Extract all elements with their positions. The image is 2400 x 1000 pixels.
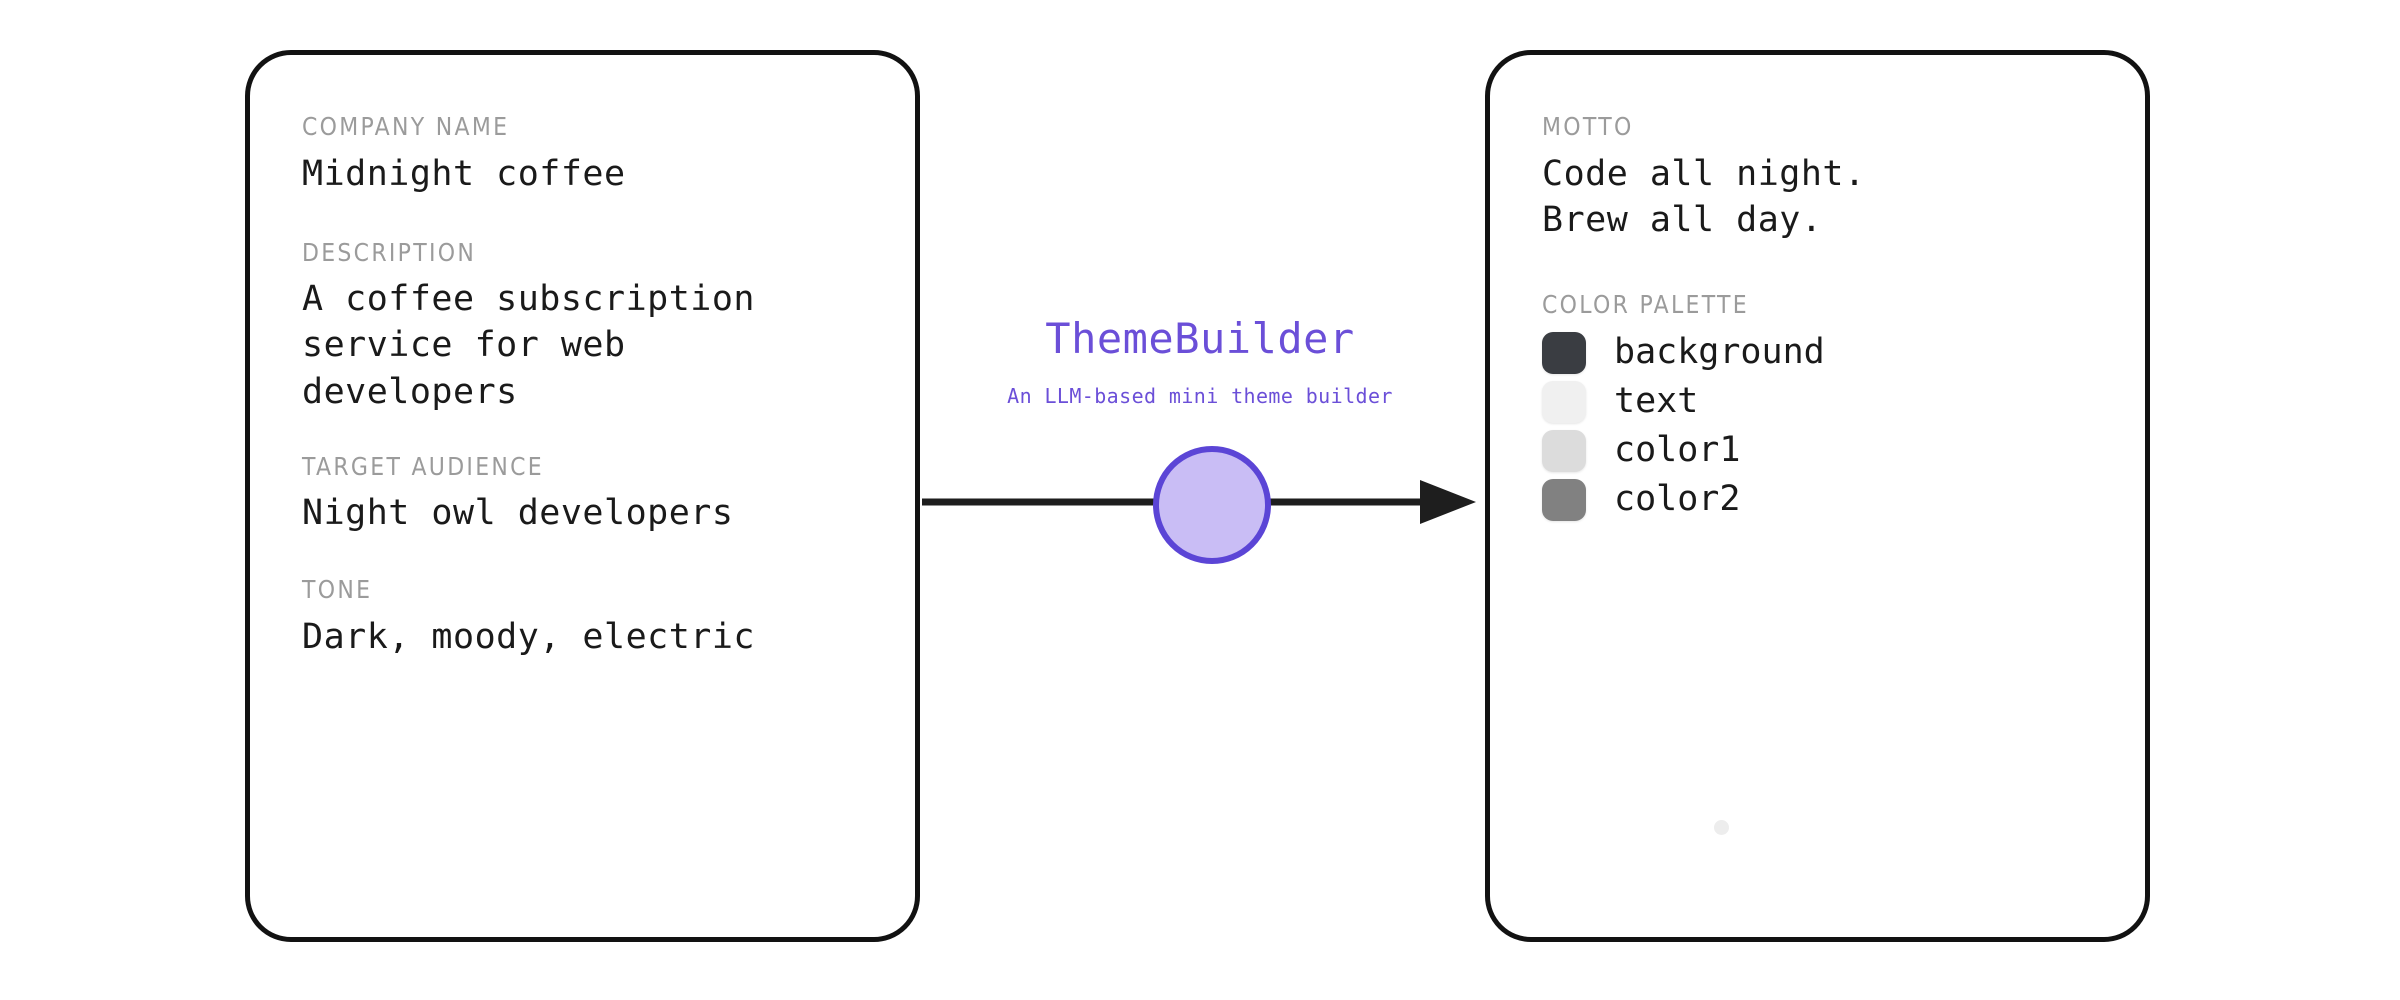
field-target-audience: TARGET AUDIENCE Night owl developers [302,453,881,537]
field-label-target-audience: TARGET AUDIENCE [302,451,544,481]
output-card: MOTTO Code all night. Brew all day. COLO… [1485,50,2150,942]
input-card-content: COMPANY NAME Midnight coffee DESCRIPTION… [302,113,881,660]
color-swatch[interactable] [1542,429,1586,472]
output-card-content: MOTTO Code all night. Brew all day. COLO… [1542,113,2111,524]
app-subtitle: An LLM-based mini theme builder [1007,384,1393,408]
color-swatch-label: background [1614,332,1825,373]
color-swatch-label: color1 [1614,430,1741,471]
palette-row[interactable]: background [1542,328,2111,377]
field-description: DESCRIPTION A coffee subscription servic… [302,239,881,415]
field-company-name: COMPANY NAME Midnight coffee [302,113,881,197]
input-card: COMPANY NAME Midnight coffee DESCRIPTION… [245,50,920,942]
color-swatch[interactable] [1542,478,1586,521]
color-swatch[interactable] [1542,331,1586,374]
field-label-tone: TONE [302,575,373,605]
field-label-color-palette: COLOR PALETTE [1542,289,1749,319]
color-swatch-label: color2 [1614,479,1741,520]
palette-row[interactable]: text [1542,377,2111,426]
field-motto: MOTTO Code all night. Brew all day. [1542,113,2111,243]
field-color-palette: COLOR PALETTE background text color1 col… [1542,291,2111,525]
field-value-company-name: Midnight coffee [302,153,626,194]
process-node-circle [1153,446,1271,564]
color-swatch-label: text [1614,381,1699,422]
palette-row[interactable]: color1 [1542,426,2111,475]
field-label-description: DESCRIPTION [302,237,477,267]
field-value-motto: Code all night. Brew all day. [1542,153,1866,240]
color-swatch[interactable] [1542,380,1586,423]
field-value-target-audience: Night owl developers [302,493,734,534]
app-title: ThemeBuilder [1045,314,1355,363]
field-label-company-name: COMPANY NAME [302,112,510,141]
color-palette-list: background text color1 color2 [1542,328,2111,524]
field-label-motto: MOTTO [1542,112,1634,141]
palette-marker-dot [1714,820,1729,835]
app-branding: ThemeBuilder An LLM-based mini theme bui… [920,314,1480,408]
field-tone: TONE Dark, moody, electric [302,576,881,660]
field-value-description: A coffee subscription service for web de… [302,279,756,412]
palette-row[interactable]: color2 [1542,475,2111,524]
field-value-tone: Dark, moody, electric [302,616,756,657]
